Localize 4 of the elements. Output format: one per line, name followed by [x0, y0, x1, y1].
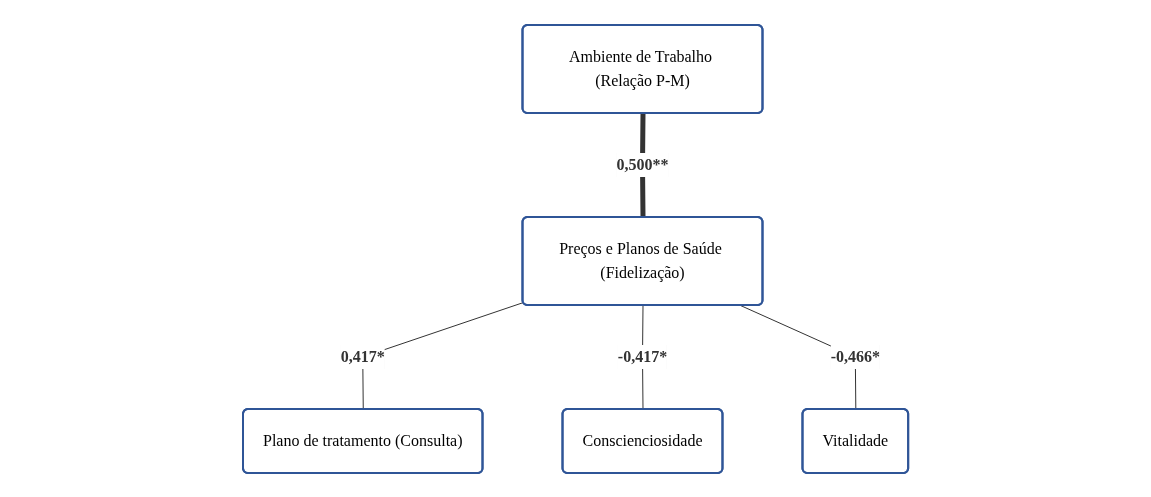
edge-label: 0,500**: [616, 155, 669, 173]
edge-label: 0,417*: [340, 347, 385, 365]
edge-label: -0,417*: [617, 347, 668, 365]
edge-label: -0,466*: [830, 347, 880, 365]
